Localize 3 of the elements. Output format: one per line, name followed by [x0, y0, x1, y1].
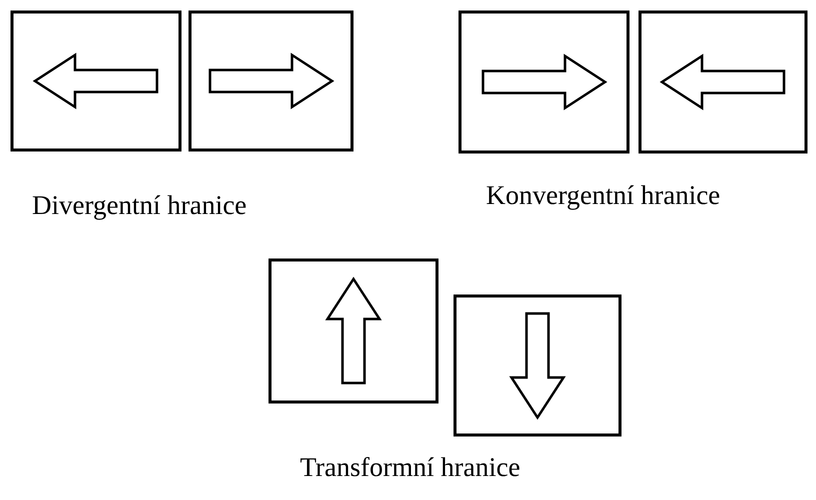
boundary-label: Konvergentní hranice	[486, 180, 720, 211]
boundary-label: Transformní hranice	[300, 452, 520, 483]
boundary-label: Divergentní hranice	[32, 190, 247, 221]
